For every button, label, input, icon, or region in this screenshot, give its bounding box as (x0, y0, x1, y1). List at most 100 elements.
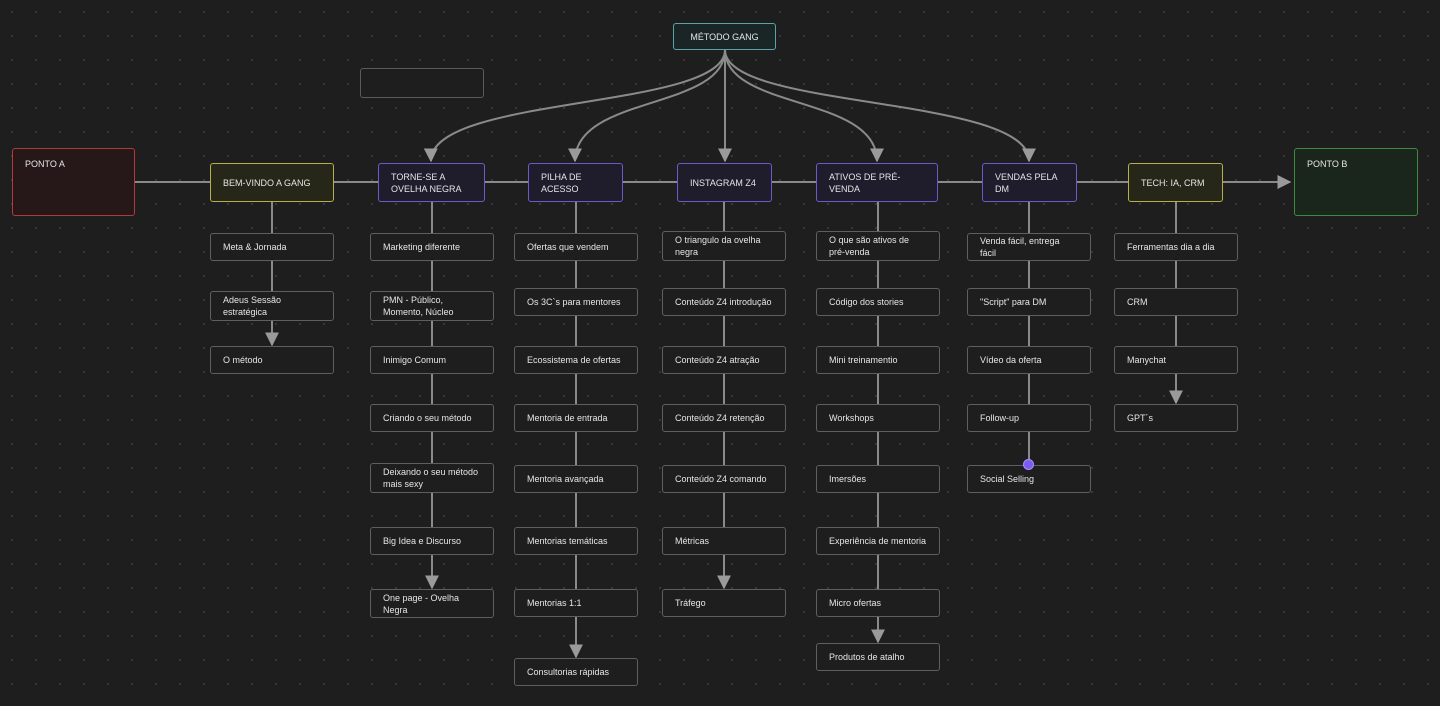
topic-node[interactable]: Código dos stories (816, 288, 940, 316)
topic-node[interactable]: O triangulo da ovelha negra (662, 231, 786, 261)
topic-label: Mentorias temáticas (527, 536, 608, 546)
ponto-a-node[interactable]: PONTO A (12, 148, 135, 216)
topic-node[interactable]: "Script" para DM (967, 288, 1091, 316)
topic-label: Código dos stories (829, 297, 904, 307)
topic-node[interactable]: Follow-up (967, 404, 1091, 432)
topic-label: Social Selling (980, 474, 1035, 484)
topic-node[interactable]: Ecossistema de ofertas (514, 346, 638, 374)
topic-node[interactable]: Conteúdo Z4 introdução (662, 288, 786, 316)
topic-label: O que são ativos de pré-venda (829, 235, 910, 257)
topic-label: Mentoria de entrada (527, 413, 608, 423)
topic-node[interactable]: Métricas (662, 527, 786, 555)
topic-node[interactable]: Tráfego (662, 589, 786, 617)
topic-node[interactable]: Mentoria avançada (514, 465, 638, 493)
topic-label: PMN - Público, Momento, Núcleo (383, 295, 454, 317)
topic-node[interactable]: Os 3C`s para mentores (514, 288, 638, 316)
topic-label: Ferramentas dia a dia (1127, 242, 1215, 252)
topic-label: Produtos de atalho (829, 652, 905, 662)
method-title-node[interactable]: MÉTODO GANG (673, 23, 776, 50)
topic-node[interactable]: Workshops (816, 404, 940, 432)
column-header-node[interactable]: PILHA DE ACESSO (528, 163, 623, 202)
column-header-node[interactable]: ATIVOS DE PRÉ-VENDA (816, 163, 938, 202)
topic-label: Conteúdo Z4 atração (675, 355, 760, 365)
topic-label: Experiência de mentoria (829, 536, 927, 546)
topic-label: Venda fácil, entrega fácil (980, 236, 1060, 258)
topic-node[interactable]: Produtos de atalho (816, 643, 940, 671)
topic-node[interactable]: Venda fácil, entrega fácil (967, 233, 1091, 261)
topic-node[interactable]: Experiência de mentoria (816, 527, 940, 555)
topic-node[interactable]: Consultorias rápidas (514, 658, 638, 686)
column-header-label: PILHA DE ACESSO (541, 171, 582, 194)
topic-label: O método (223, 355, 263, 365)
column-header-label: TORNE-SE A OVELHA NEGRA (391, 171, 462, 194)
topic-node[interactable]: Mentorias temáticas (514, 527, 638, 555)
topic-label: Micro ofertas (829, 598, 882, 608)
topic-node[interactable]: Ofertas que vendem (514, 233, 638, 261)
topic-node[interactable]: Criando o seu método (370, 404, 494, 432)
title-to-vendas-connector (724, 49, 1036, 163)
topic-node[interactable]: Ferramentas dia a dia (1114, 233, 1238, 261)
topic-label: Métricas (675, 536, 710, 546)
topic-node[interactable]: O que são ativos de pré-venda (816, 231, 940, 261)
topic-label: Tráfego (675, 598, 706, 608)
topic-label: CRM (1127, 297, 1148, 307)
connection-handle[interactable] (1023, 459, 1034, 470)
topic-node[interactable]: Marketing diferente (370, 233, 494, 261)
topic-label: Mentorias 1:1 (527, 598, 582, 608)
column-header-node[interactable]: VENDAS PELA DM (982, 163, 1077, 202)
topic-node[interactable]: GPT´s (1114, 404, 1238, 432)
topic-label: Deixando o seu método mais sexy (383, 467, 479, 489)
method-title-label: MÉTODO GANG (690, 31, 759, 42)
ponto-b-label: PONTO B (1307, 159, 1348, 169)
topic-node[interactable]: PMN - Público, Momento, Núcleo (370, 291, 494, 321)
topic-label: Mentoria avançada (527, 474, 604, 484)
column-header-node[interactable]: TORNE-SE A OVELHA NEGRA (378, 163, 485, 202)
column-header-label: ATIVOS DE PRÉ-VENDA (829, 171, 901, 194)
topic-label: Os 3C`s para mentores (527, 297, 621, 307)
empty-note-node[interactable] (360, 68, 484, 98)
topic-label: Conteúdo Z4 retenção (675, 413, 765, 423)
column-header-node[interactable]: TECH: IA, CRM (1128, 163, 1223, 202)
topic-node[interactable]: One page - Ovelha Negra (370, 589, 494, 618)
ponto-a-label: PONTO A (25, 159, 65, 169)
topic-label: Adeus Sessão estratégica (223, 295, 282, 317)
column-header-label: TECH: IA, CRM (1141, 177, 1205, 188)
topic-label: Big Idea e Discurso (383, 536, 462, 546)
topic-node[interactable]: Imersões (816, 465, 940, 493)
ponto-b-node[interactable]: PONTO B (1294, 148, 1418, 216)
topic-label: Marketing diferente (383, 242, 461, 252)
column-header-node[interactable]: INSTAGRAM Z4 (677, 163, 772, 202)
topic-node[interactable]: Vídeo da oferta (967, 346, 1091, 374)
topic-label: Ofertas que vendem (527, 242, 609, 252)
topic-node[interactable]: Conteúdo Z4 comando (662, 465, 786, 493)
topic-node[interactable]: Meta & Jornada (210, 233, 334, 261)
column-header-label: VENDAS PELA DM (995, 171, 1058, 194)
topic-label: GPT´s (1127, 413, 1153, 423)
topic-node[interactable]: Deixando o seu método mais sexy (370, 463, 494, 493)
topic-node[interactable]: O método (210, 346, 334, 374)
title-to-pilha-connector (568, 49, 726, 163)
topic-node[interactable]: Mini treinamentio (816, 346, 940, 374)
topic-label: Conteúdo Z4 comando (675, 474, 767, 484)
topic-label: Conteúdo Z4 introdução (675, 297, 772, 307)
topic-label: Follow-up (980, 413, 1020, 423)
topic-node[interactable]: Conteúdo Z4 atração (662, 346, 786, 374)
topic-node[interactable]: Inimigo Comum (370, 346, 494, 374)
topic-node[interactable]: Mentorias 1:1 (514, 589, 638, 617)
topic-node[interactable]: Adeus Sessão estratégica (210, 291, 334, 321)
topic-label: Ecossistema de ofertas (527, 355, 621, 365)
topic-node[interactable]: Big Idea e Discurso (370, 527, 494, 555)
topic-node[interactable]: CRM (1114, 288, 1238, 316)
topic-node[interactable]: Conteúdo Z4 retenção (662, 404, 786, 432)
topic-label: Mini treinamentio (829, 355, 898, 365)
topic-node[interactable]: Mentoria de entrada (514, 404, 638, 432)
topic-label: O triangulo da ovelha negra (675, 235, 761, 257)
topic-label: Imersões (829, 474, 867, 484)
topic-label: "Script" para DM (980, 297, 1047, 307)
topic-label: Criando o seu método (383, 413, 472, 423)
topic-node[interactable]: Manychat (1114, 346, 1238, 374)
topic-node[interactable]: Micro ofertas (816, 589, 940, 617)
column-header-node[interactable]: BEM-VINDO A GANG (210, 163, 334, 202)
column-header-label: BEM-VINDO A GANG (223, 177, 311, 188)
